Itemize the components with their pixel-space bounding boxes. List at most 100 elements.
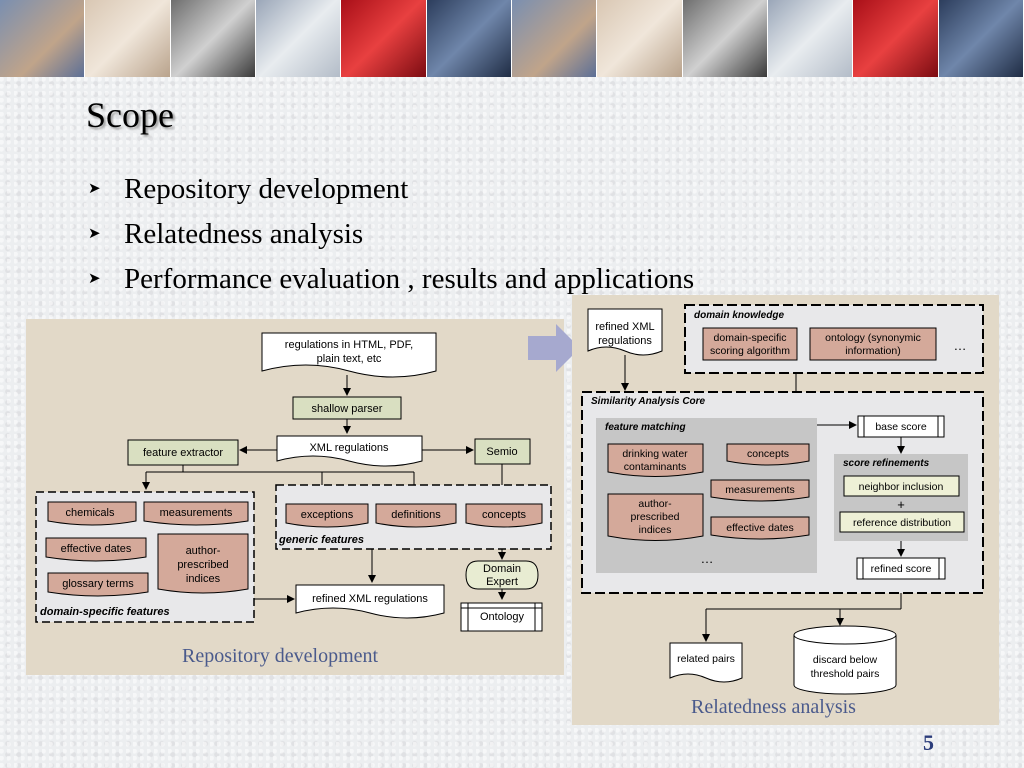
svg-text:indices: indices	[186, 573, 221, 585]
svg-text:measurements: measurements	[725, 484, 794, 496]
xml-regulations-node: XML regulations	[276, 435, 423, 467]
refined-xml-node: refined XML regulations	[295, 584, 445, 619]
svg-text:prescribed: prescribed	[630, 511, 679, 523]
banner-tile-wheelchair	[170, 0, 256, 77]
banner-tile-keyboard	[85, 0, 171, 77]
svg-text:drinking water: drinking water	[622, 448, 688, 460]
banner-tile-mouse	[767, 0, 854, 77]
svg-text:Semio: Semio	[486, 446, 517, 458]
feature-definitions: definitions	[375, 503, 457, 528]
semio-node: Semio	[474, 438, 531, 465]
svg-text:related pairs: related pairs	[677, 653, 735, 665]
domain-scoring-node: domain-specific scoring algorithm	[702, 327, 798, 361]
slide-title: Scope	[86, 95, 174, 135]
svg-text:glossary terms: glossary terms	[62, 578, 134, 590]
generic-features-group: exceptions definitions concepts generic …	[275, 484, 552, 550]
banner-tile-logo	[853, 0, 939, 77]
domain-specific-features-group: chemicals measurements effective dates a…	[35, 491, 255, 623]
svg-text:information): information)	[845, 345, 900, 357]
banner-tile-building	[938, 0, 1024, 77]
domain-expert-node: Domain Expert	[465, 560, 539, 590]
domain-ontology-node: ontology (synonymic information)	[809, 327, 937, 361]
svg-text:regulations in HTML, PDF,: regulations in HTML, PDF,	[285, 339, 413, 351]
svg-text:author-: author-	[638, 498, 672, 510]
domain-features-label: domain-specific features	[40, 606, 170, 618]
banner-tile-bridge	[511, 0, 598, 77]
svg-text:domain-specific: domain-specific	[714, 332, 787, 344]
score-refinements-label: score refinements	[843, 458, 930, 469]
domain-knowledge-label: domain knowledge	[694, 310, 784, 321]
bullet-text: Relatedness analysis	[124, 217, 364, 250]
svg-text:concepts: concepts	[747, 448, 789, 460]
svg-text:definitions: definitions	[391, 509, 441, 521]
relatedness-diagram-panel: refined XML regulations domain knowledge…	[572, 295, 999, 725]
bullet-item: ➤ Relatedness analysis	[88, 211, 694, 256]
feature-concepts: concepts	[465, 503, 543, 528]
match-author-indices: author- prescribed indices	[607, 493, 704, 541]
svg-text:reference distribution: reference distribution	[853, 517, 951, 529]
svg-text:measurements: measurements	[160, 507, 233, 519]
bullet-arrow-icon: ➤	[88, 180, 101, 197]
svg-text:Ontology: Ontology	[480, 611, 525, 623]
relatedness-diagram: refined XML regulations domain knowledge…	[581, 304, 984, 695]
svg-text:discard below: discard below	[813, 654, 878, 666]
base-score-node: base score	[857, 415, 945, 438]
match-concepts: concepts	[726, 443, 810, 466]
banner-tile-mouse	[255, 0, 342, 77]
bullet-item: ➤ Performance evaluation , results and ap…	[88, 256, 694, 301]
svg-text:effective dates: effective dates	[61, 543, 132, 555]
banner-tile-logo	[341, 0, 427, 77]
ontology-node: Ontology	[460, 602, 543, 632]
repository-caption: Repository development	[182, 645, 379, 667]
shallow-parser-node: shallow parser	[292, 396, 402, 420]
svg-text:Domain: Domain	[483, 563, 521, 575]
banner-tile-wheelchair	[682, 0, 768, 77]
generic-features-label: generic features	[278, 534, 364, 546]
matching-ellipsis: …	[701, 551, 714, 566]
transition-arrow-icon	[528, 324, 580, 372]
svg-text:refined score: refined score	[871, 563, 932, 575]
match-measurements: measurements	[710, 479, 810, 502]
similarity-core-label: Similarity Analysis Core	[591, 396, 706, 407]
feature-author-indices: author- prescribed indices	[157, 533, 249, 594]
bullet-list: ➤ Repository development ➤ Relatedness ana…	[88, 166, 694, 301]
bullet-arrow-icon: ➤	[88, 270, 101, 287]
svg-text:neighbor inclusion: neighbor inclusion	[859, 481, 944, 493]
svg-text:threshold pairs: threshold pairs	[811, 668, 880, 680]
svg-text:refined XML regulations: refined XML regulations	[312, 593, 428, 605]
bullet-item: ➤ Repository development	[88, 166, 694, 211]
feature-matching-label: feature matching	[605, 422, 686, 433]
source-documents-node: regulations in HTML, PDF, plain text, et…	[261, 332, 437, 378]
match-effective-dates: effective dates	[710, 516, 810, 540]
plus-sign: +	[897, 497, 905, 512]
similarity-core-group: Similarity Analysis Core feature matchin…	[581, 391, 984, 594]
bullet-text: Performance evaluation , results and app…	[124, 262, 695, 295]
repository-diagram: regulations in HTML, PDF, plain text, et…	[35, 332, 552, 632]
svg-text:concepts: concepts	[482, 509, 527, 521]
neighbor-inclusion-node: neighbor inclusion	[843, 475, 960, 497]
svg-text:XML regulations: XML regulations	[309, 442, 389, 454]
feature-measurements: measurements	[143, 501, 249, 526]
svg-text:base score: base score	[875, 421, 927, 433]
feature-matching-group: feature matching drinking water contamin…	[596, 418, 817, 573]
refined-score-node: refined score	[856, 557, 946, 580]
repository-diagram-panel: regulations in HTML, PDF, plain text, et…	[26, 319, 564, 675]
header-banner	[0, 0, 1024, 77]
svg-text:scoring algorithm: scoring algorithm	[710, 345, 790, 357]
svg-text:plain text, etc: plain text, etc	[317, 353, 382, 365]
discard-pairs-database: discard below threshold pairs	[793, 625, 897, 695]
feature-exceptions: exceptions	[285, 503, 369, 528]
related-pairs-node: related pairs	[669, 642, 743, 683]
svg-text:author-: author-	[186, 545, 221, 557]
relatedness-caption: Relatedness analysis	[691, 696, 856, 718]
svg-text:Expert: Expert	[486, 576, 518, 588]
bullet-arrow-icon: ➤	[88, 225, 101, 242]
feature-effective-dates: effective dates	[45, 537, 147, 562]
match-drinking-water: drinking water contaminants	[607, 443, 704, 477]
feature-chemicals: chemicals	[47, 501, 137, 526]
bullet-text: Repository development	[124, 172, 409, 205]
svg-text:ontology (synonymic: ontology (synonymic	[825, 332, 921, 344]
svg-text:feature extractor: feature extractor	[143, 447, 223, 459]
domain-ellipsis: …	[954, 338, 967, 353]
svg-text:prescribed: prescribed	[177, 559, 228, 571]
